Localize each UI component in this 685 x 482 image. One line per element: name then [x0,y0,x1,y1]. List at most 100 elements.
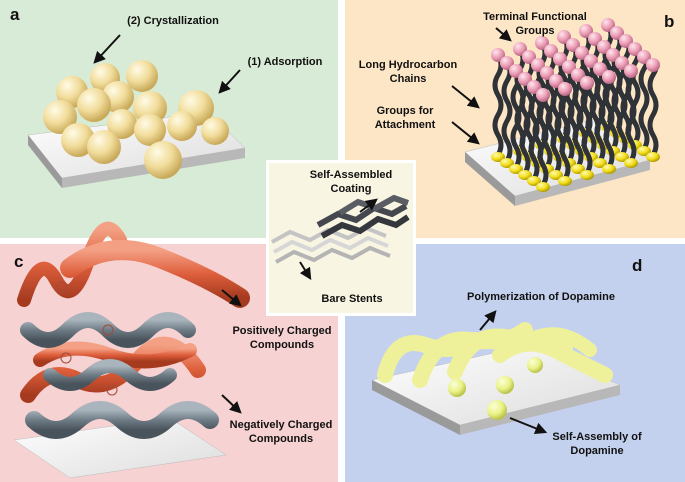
hydrocarbon-chain [594,66,606,163]
attachment-group [571,164,585,174]
terminal-group [557,30,571,44]
terminal-group [597,40,611,54]
label-self-assembly: Self-Assembly of Dopamine [542,430,652,458]
label-terminal-line1: Terminal Functional [483,11,587,23]
terminal-group [535,36,549,50]
panel-d-letter: d [632,256,643,275]
label-hydrocarbon-chains: Long Hydrocarbon Chains [348,58,468,86]
terminal-group [610,26,624,40]
hydrocarbon-chain [563,64,575,163]
label-crystallization: (2) Crystallization [127,15,219,27]
terminal-group [615,56,629,70]
hydrocarbon-chain [603,74,615,169]
label-attach-line1: Groups for [376,105,434,117]
hydrocarbon-chain [510,69,522,169]
hydrocarbon-chain [629,46,641,145]
label-self-assembled-coating: Self-Assembled Coating [296,168,406,196]
terminal-group [624,64,638,78]
label-negative-line2: Compounds [248,433,314,445]
terminal-group [606,48,620,62]
hydrocarbon-chain [581,80,593,175]
label-chains-line2: Chains [389,73,427,85]
label-terminal-line2: Groups [515,25,555,37]
label-positive-line1: Positively Charged [232,325,332,337]
label-bare-stents: Bare Stents [321,293,383,305]
hydrocarbon-chain [541,70,553,169]
attachment-group [637,146,651,156]
attachment-group [509,164,523,174]
label-selfassembly-line2: Dopamine [570,445,624,457]
label-attach-line2: Attachment [374,119,436,131]
attachment-group [527,176,541,186]
arrow-self-assembly [509,417,548,435]
terminal-group [558,82,572,96]
attachment-group [518,170,532,180]
terminal-group [619,34,633,48]
terminal-group [527,80,541,94]
label-positively-charged: Positively Charged Compounds [222,324,342,352]
hydrocarbon-chain [559,86,571,181]
attachment-group [558,176,572,186]
terminal-group [580,76,594,90]
hydrocarbon-chain [585,58,597,157]
arrow-crystallization [93,34,121,64]
terminal-group [646,58,660,72]
terminal-group [602,70,616,84]
terminal-group [553,52,567,66]
terminal-group [544,44,558,58]
hydrocarbon-chain [607,52,619,151]
hydrocarbon-chain [638,54,650,151]
terminal-group [518,72,532,86]
terminal-group [522,50,536,64]
hydrocarbon-chain [647,62,659,157]
terminal-group [579,24,593,38]
negative-tubes [20,312,219,439]
terminal-group [562,60,576,74]
hydrocarbon-chain [537,92,549,187]
label-polymerization: Polymerization of Dopamine [467,291,615,303]
terminal-group [566,38,580,52]
attachment-group [580,170,594,180]
attachment-group [624,158,638,168]
hydrocarbon-chain [528,84,540,181]
panel-c-letter: c [14,252,24,271]
polydopamine-tubes [377,322,613,388]
panel-b-letter: b [664,12,675,31]
arrow-attachment-groups [451,121,480,145]
attachment-group [500,158,514,168]
attachment-group [536,182,550,192]
terminal-group [540,66,554,80]
terminal-group [513,42,527,56]
terminal-group [593,62,607,76]
label-coating-line1: Self-Assembled [309,169,393,181]
arrow-adsorption [218,69,241,94]
panel-a-spheres [43,60,229,179]
label-selfassembly-line1: Self-Assembly of [552,431,642,443]
hydrocarbon-chain [492,53,504,157]
arrow-terminal-groups [495,27,512,42]
label-negatively-charged: Negatively Charged Compounds [220,418,342,446]
dopamine-spheres [448,357,543,420]
arrow-polymerization [479,310,497,331]
terminal-group [601,18,615,32]
terminal-group [588,32,602,46]
charge-symbols [56,281,118,396]
terminal-group [491,48,505,62]
label-coating-line2: Coating [330,183,372,195]
hydrocarbon-chain [625,68,637,163]
hydrocarbon-chain [501,61,513,163]
attachment-group [602,164,616,174]
hydrocarbon-chain [572,72,584,169]
terminal-group [549,74,563,88]
attachment-group [491,152,505,162]
terminal-group [509,64,523,78]
arrow-negative [221,394,242,414]
self-assembled-monolayer [491,18,660,192]
label-terminal-groups: Terminal Functional Groups [470,10,600,38]
hydrocarbon-chain [519,76,531,175]
label-chains-line1: Long Hydrocarbon [358,59,458,71]
arrow-hydrocarbon-chains [451,85,480,109]
label-positive-line2: Compounds [249,339,315,351]
label-negative-line1: Negatively Charged [229,419,333,431]
